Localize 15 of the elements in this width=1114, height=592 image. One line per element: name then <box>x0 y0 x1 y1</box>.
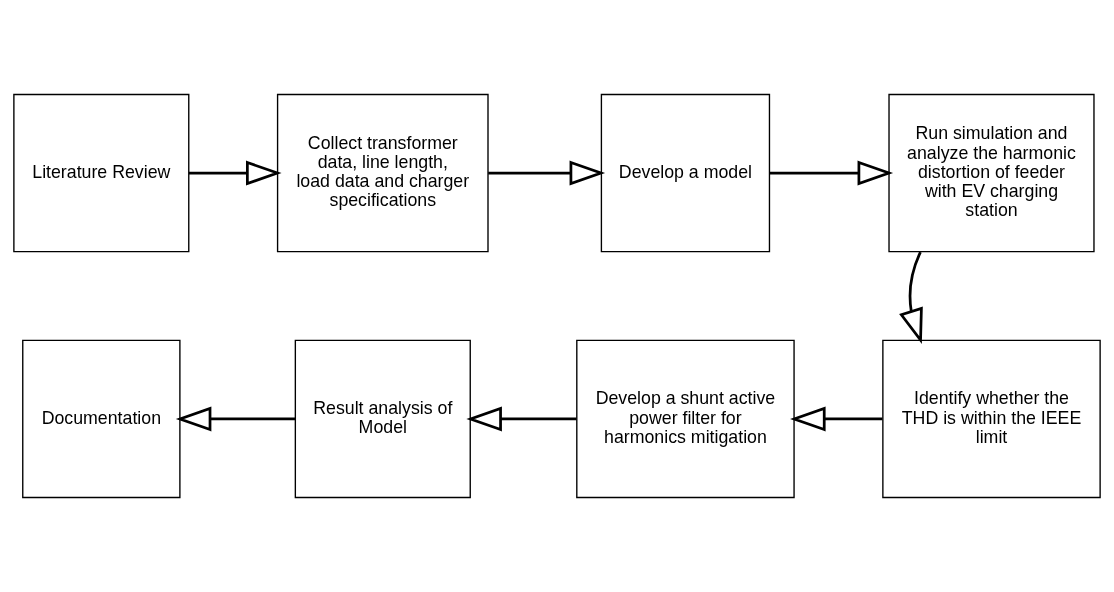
node-box: Documentation <box>22 339 181 499</box>
node-box: Identify whether the THD is within the IEEE limit <box>882 339 1101 499</box>
arrow <box>488 160 606 186</box>
arrow <box>189 160 282 186</box>
node-box: Run simulation and analyze the harmonic distortion of feeder with EV charging station <box>888 93 1095 253</box>
arrow <box>899 251 923 345</box>
node-box: Literature Review <box>13 93 190 253</box>
node-box: Develop a shunt active power filter for harmonics mitigation <box>576 339 795 499</box>
node-box: Collect transformer data, line length, load data and charger specifications <box>276 93 489 253</box>
node-box: Develop a model <box>600 93 771 253</box>
arrow <box>175 406 296 432</box>
arrow <box>790 406 883 432</box>
node-box: Result analysis of Model <box>294 339 471 499</box>
arrow <box>466 406 577 432</box>
arrow <box>769 160 894 186</box>
